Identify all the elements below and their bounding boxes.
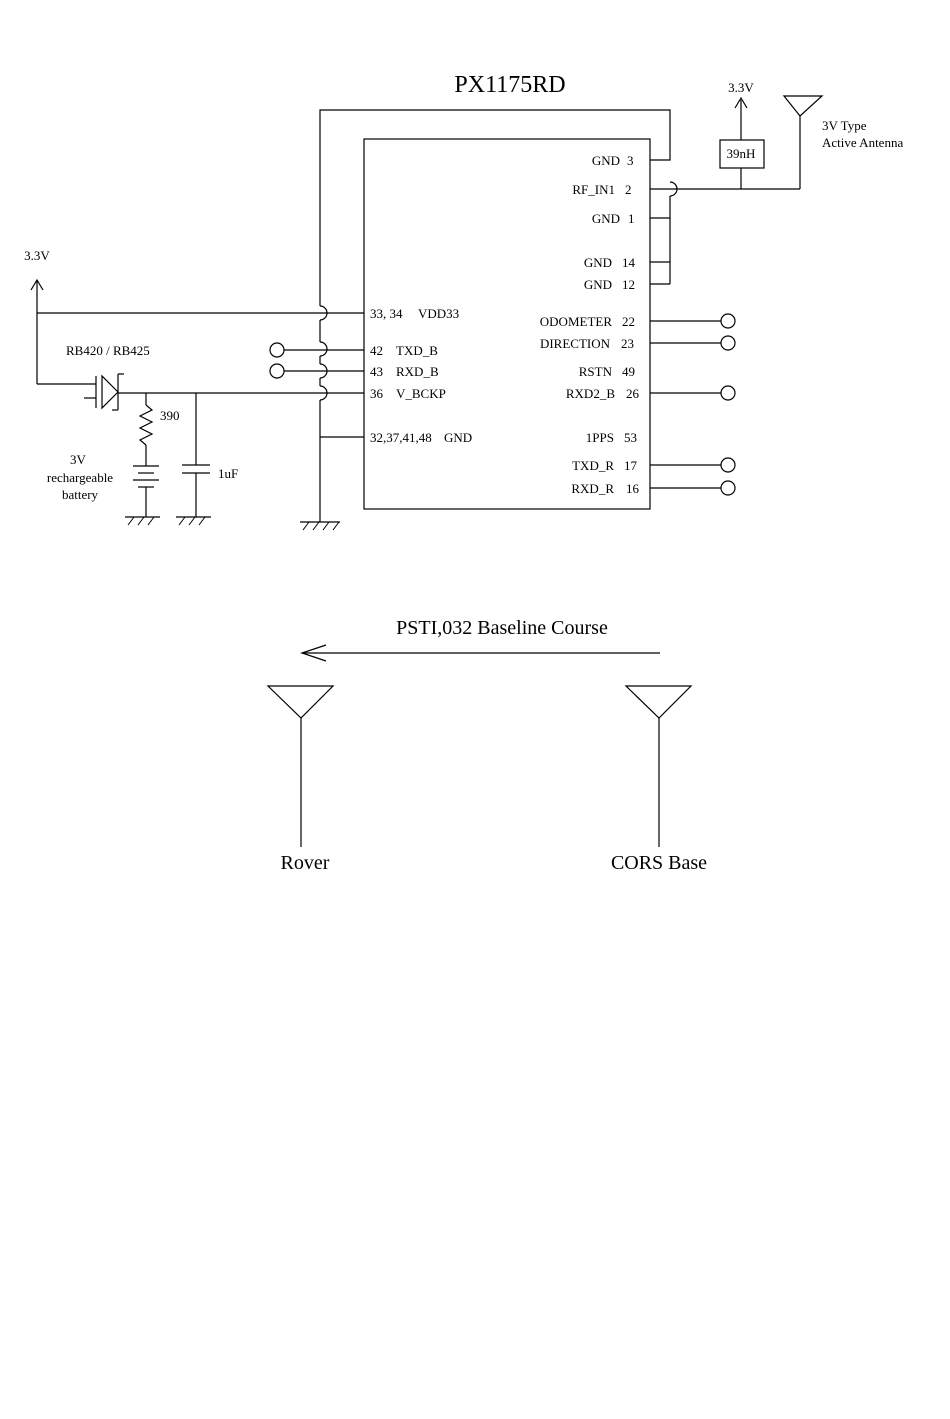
pin-num-gnd12: 12 bbox=[622, 277, 635, 292]
battery-label-3: battery bbox=[62, 487, 99, 502]
diode-icon bbox=[84, 374, 124, 410]
baseline-arrow-icon bbox=[302, 645, 660, 661]
odometer-terminal bbox=[721, 314, 735, 328]
capacitor-icon bbox=[176, 393, 211, 525]
capacitor-label: 1uF bbox=[218, 466, 238, 481]
left-terminals bbox=[270, 343, 364, 378]
pin-num-txd-b: 42 bbox=[370, 343, 383, 358]
rxd2-b-terminal bbox=[721, 386, 735, 400]
vdd33-supply-wire bbox=[31, 280, 364, 384]
pin-num-gnd1: 1 bbox=[628, 211, 635, 226]
pin-name-gnd12: GND bbox=[584, 277, 612, 292]
antenna-active-label: Active Antenna bbox=[822, 135, 903, 150]
pin-name-rxd-b: RXD_B bbox=[396, 364, 439, 379]
right-terminals bbox=[650, 314, 735, 495]
pin-num-vdd33: 33, 34 bbox=[370, 306, 403, 321]
pin-name-gnd3: GND bbox=[592, 153, 620, 168]
rover-antenna-icon bbox=[268, 686, 333, 847]
pin-name-txd-r: TXD_R bbox=[572, 458, 614, 473]
pin-num-direction: 23 bbox=[621, 336, 634, 351]
left-supply-label: 3.3V bbox=[24, 248, 50, 263]
battery-icon bbox=[125, 466, 160, 525]
pin-name-rf-in1: RF_IN1 bbox=[572, 182, 615, 197]
direction-terminal bbox=[721, 336, 735, 350]
right-pin-labels: GND 3 RF_IN1 2 GND 1 GND 14 GND 12 ODOME… bbox=[540, 153, 640, 496]
pin-num-v-bckp: 36 bbox=[370, 386, 384, 401]
pin-num-1pps: 53 bbox=[624, 430, 637, 445]
pin-name-1pps: 1PPS bbox=[586, 430, 614, 445]
resistor-icon bbox=[140, 393, 152, 466]
pin-name-rxd-r: RXD_R bbox=[571, 481, 614, 496]
battery-label-1: 3V bbox=[70, 452, 87, 467]
txd-r-terminal bbox=[721, 458, 735, 472]
antenna-supply-label: 3.3V bbox=[728, 80, 754, 95]
pin-num-rstn: 49 bbox=[622, 364, 635, 379]
pin-name-vdd33: VDD33 bbox=[418, 306, 459, 321]
pin-num-gnd14: 14 bbox=[622, 255, 636, 270]
pin-name-odometer: ODOMETER bbox=[540, 314, 613, 329]
pin-name-rxd2-b: RXD2_B bbox=[566, 386, 615, 401]
battery-label-2: rechargeable bbox=[47, 470, 113, 485]
base-antenna-icon bbox=[626, 686, 691, 847]
pin-num-rxd-r: 16 bbox=[626, 481, 640, 496]
pin-num-gnd-left: 32,37,41,48 bbox=[370, 430, 432, 445]
baseline-title: PSTI,032 Baseline Course bbox=[396, 617, 608, 639]
diode-label: RB420 / RB425 bbox=[66, 343, 150, 358]
pin-name-rstn: RSTN bbox=[579, 364, 613, 379]
pin-num-txd-r: 17 bbox=[624, 458, 638, 473]
txd-b-terminal bbox=[270, 343, 284, 357]
cors-base-label: CORS Base bbox=[611, 852, 707, 874]
ground-icon bbox=[300, 522, 340, 530]
pin-name-direction: DIRECTION bbox=[540, 336, 611, 351]
resistor-label: 390 bbox=[160, 408, 180, 423]
inductor-label: 39nH bbox=[727, 146, 756, 161]
pin-num-rf-in1: 2 bbox=[625, 182, 632, 197]
pin-name-gnd1: GND bbox=[592, 211, 620, 226]
rf-input-network bbox=[650, 96, 822, 189]
rxd-b-terminal bbox=[270, 364, 284, 378]
left-pin-labels: 33, 34 VDD33 42 TXD_B 43 RXD_B 36 V_BCKP… bbox=[370, 306, 472, 445]
pin-num-rxd-b: 43 bbox=[370, 364, 383, 379]
rxd-r-terminal bbox=[721, 481, 735, 495]
pin-name-v-bckp: V_BCKP bbox=[396, 386, 446, 401]
pin-num-gnd3: 3 bbox=[627, 153, 634, 168]
pin-num-odometer: 22 bbox=[622, 314, 635, 329]
pin-name-gnd-left: GND bbox=[444, 430, 472, 445]
pin-name-txd-b: TXD_B bbox=[396, 343, 438, 358]
antenna-type-label: 3V Type bbox=[822, 118, 867, 133]
pin-num-rxd2-b: 26 bbox=[626, 386, 640, 401]
rover-label: Rover bbox=[281, 852, 330, 874]
chip-title: PX1175RD bbox=[454, 72, 565, 98]
pin-name-gnd14: GND bbox=[584, 255, 612, 270]
